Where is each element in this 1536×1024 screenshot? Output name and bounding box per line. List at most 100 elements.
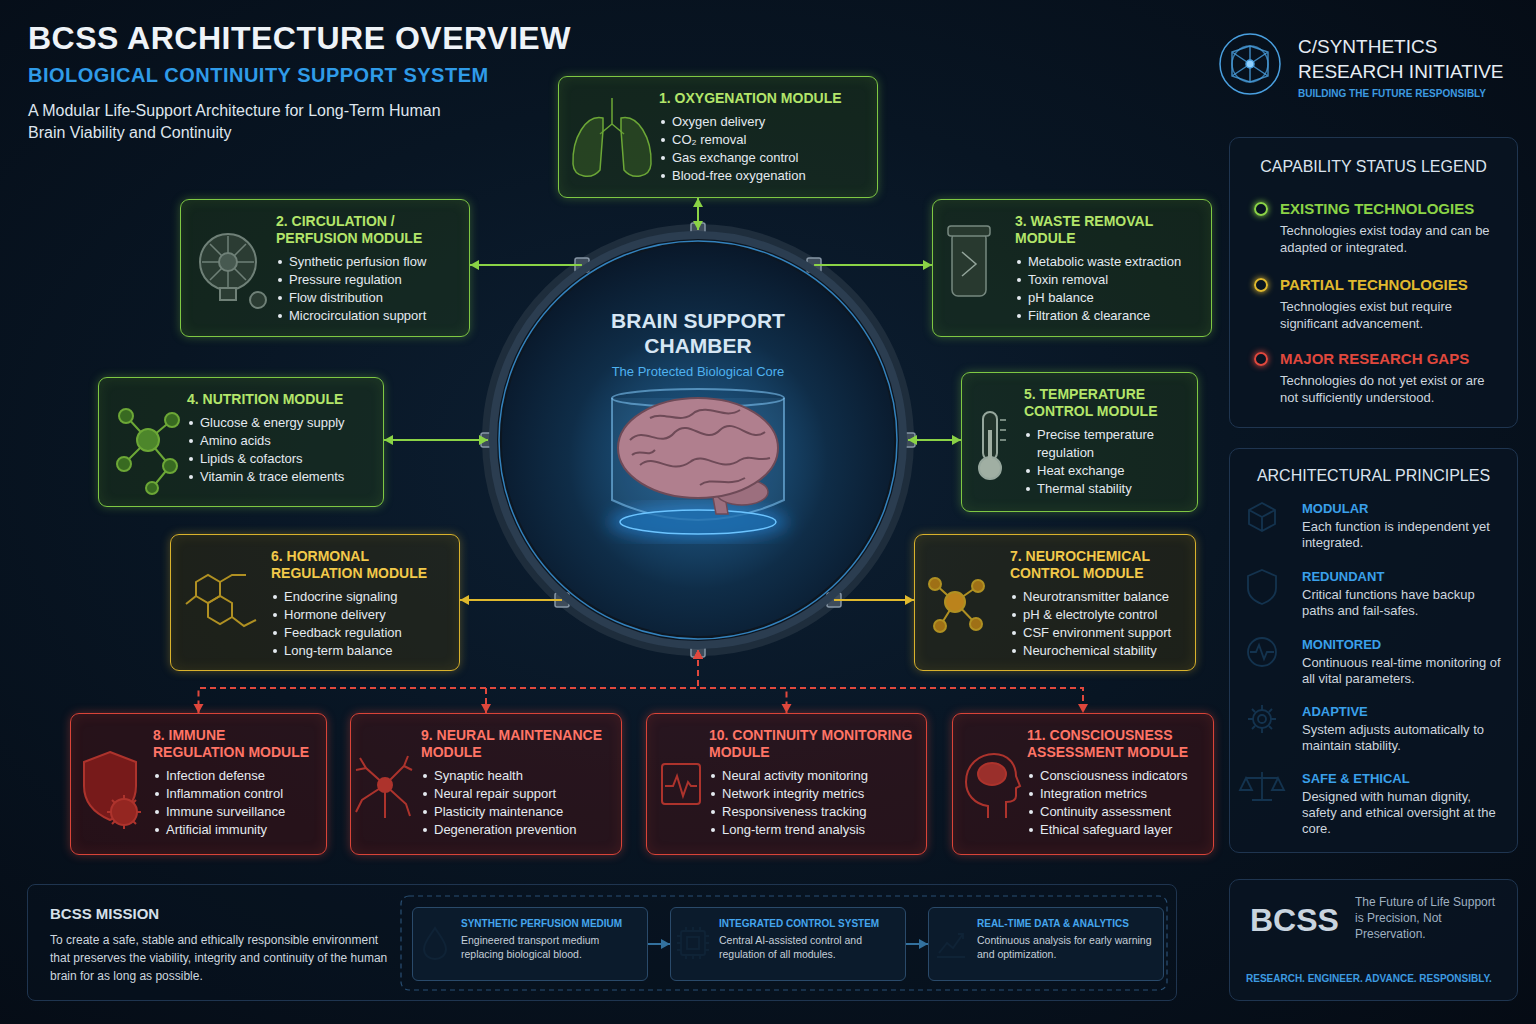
module-box: 5. TEMPERATURE CONTROL MODULEPrecise tem… [961, 372, 1198, 512]
bullet-item: Degeneration prevention [421, 821, 611, 839]
bullet-item: Vitamin & trace elements [187, 468, 373, 486]
organization-tagline: BUILDING THE FUTURE RESPONSIBLY [1298, 88, 1520, 99]
brand-panel: BCSSThe Future of Life Support is Precis… [1229, 879, 1518, 1001]
connector [908, 435, 917, 445]
mission-title: BCSS MISSION [50, 905, 159, 923]
subtitle: BIOLOGICAL CONTINUITY SUPPORT SYSTEM [28, 64, 489, 87]
chamber-outline [488, 230, 908, 650]
bullet-item: Endocrine signaling [271, 588, 449, 606]
module-box: 3. WASTE REMOVAL MODULE Metabolic waste e… [932, 199, 1212, 337]
module-box: 1. OXYGENATION MODULEOxygen deliveryCO₂ … [558, 76, 878, 198]
feature-description: Central AI-assisted control and regulati… [719, 933, 897, 961]
bullet-item: Flow distribution [276, 289, 459, 307]
module-title: 5. TEMPERATURE CONTROL MODULE [1024, 386, 1187, 420]
mission-panel: BCSS MISSION To create a safe, stable and… [27, 884, 1177, 1001]
module-box: 11. CONSCIOUSNESS ASSESSMENT MODULEConsc… [952, 713, 1214, 855]
connector [814, 260, 932, 270]
module-box: 7. NEUROCHEMICAL CONTROL MODULENeurotran… [914, 534, 1196, 671]
mission-text: To create a safe, stable and ethically r… [50, 931, 390, 985]
connector [693, 650, 703, 659]
legend-description: Technologies exist today and can be adap… [1280, 222, 1506, 256]
module-box: 4. NUTRITION MODULEGlucose & energy supp… [98, 377, 384, 507]
logo-emblem [1220, 34, 1280, 94]
principles-panel: ARCHITECTURAL PRINCIPLESMODULAREach func… [1229, 448, 1518, 853]
connector [1078, 704, 1088, 713]
bullet-item: Gas exchange control [659, 149, 867, 167]
bullet-item: Network integrity metrics [709, 785, 916, 803]
connector [194, 704, 204, 713]
bullet-item: Integration metrics [1027, 785, 1203, 803]
bullet-item: CSF environment support [1010, 624, 1185, 642]
module-title: 1. OXYGENATION MODULE [659, 90, 867, 107]
connector [481, 650, 703, 713]
legend-panel: CAPABILITY STATUS LEGEND Technologies exi… [1229, 137, 1518, 428]
panel-title: ARCHITECTURAL PRINCIPLES [1230, 467, 1517, 485]
bullet-item: Plasticity maintenance [421, 803, 611, 821]
connector [693, 650, 703, 659]
intro-text: A Modular Life-Support Architecture for … [28, 100, 458, 144]
legend-swatch [1254, 278, 1268, 292]
brand-mark: BCSS [1250, 902, 1339, 939]
principle-description: System adjusts automatically to maintain… [1302, 722, 1507, 754]
bullet-item: Continuity assessment [1027, 803, 1203, 821]
bullet-item: Long-term balance [271, 642, 449, 660]
bullet-item: Oxygen delivery [659, 113, 867, 131]
connector [481, 704, 491, 713]
connector [908, 435, 961, 445]
diagram-title: BCSS ARCHITECTURE OVERVIEW [28, 20, 571, 57]
principle-title: ADAPTIVE [1302, 704, 1507, 720]
connector [460, 595, 469, 605]
bullet-item: Thermal stability [1024, 480, 1187, 498]
organization-name: C/SYNTHETICS RESEARCH INITIATIVE [1298, 34, 1523, 84]
connector [923, 260, 932, 270]
bullet-item: Filtration & clearance [1015, 307, 1201, 325]
principle-description: Critical functions have backup paths and… [1302, 587, 1507, 619]
feature-title: INTEGRATED CONTROL SYSTEM [719, 917, 897, 930]
chamber-outline [493, 235, 903, 645]
principle-title: MONITORED [1302, 637, 1507, 653]
bullet-item: Metabolic waste extraction [1015, 253, 1201, 271]
connector [693, 650, 703, 659]
mission-dashed-frame [401, 896, 1167, 990]
principle-title: SAFE & ETHICAL [1302, 771, 1507, 787]
chamber-housing [486, 228, 910, 652]
feature-description: Continuous analysis for early warning an… [977, 933, 1155, 961]
module-box: 10. CONTINUITY MONITORING MODULENeural a… [646, 713, 927, 855]
principle-title: REDUNDANT [1302, 569, 1507, 585]
connector [693, 198, 703, 207]
brand-motto: RESEARCH. ENGINEER. ADVANCE. RESPONSIBLY… [1246, 972, 1508, 985]
connector [470, 260, 479, 270]
feature-card: SYNTHETIC PERFUSION MEDIUMEngineered tra… [412, 907, 648, 981]
bullet-item: pH balance [1015, 289, 1201, 307]
bullet-item: Lipids & cofactors [187, 450, 373, 468]
principle-description: Continuous real-time monitoring of all v… [1302, 655, 1507, 687]
legend-description: Technologies do not yet exist or are not… [1280, 372, 1506, 406]
logo-emblem [1232, 46, 1268, 82]
bullet-item: Inflammation control [153, 785, 316, 803]
bullet-item: Neurochemical stability [1010, 642, 1185, 660]
connector [384, 435, 393, 445]
bullet-item: Pressure regulation [276, 271, 459, 289]
brain-illustration [608, 389, 788, 540]
connector [834, 595, 914, 605]
module-title: 7. NEUROCHEMICAL CONTROL MODULE [1010, 548, 1185, 582]
connector [460, 599, 562, 601]
bullet-item: Neural repair support [421, 785, 611, 803]
legend-label: EXISTING TECHNOLOGIES [1280, 200, 1510, 218]
module-box: 6. HORMONAL REGULATION MODULEEndocrine s… [170, 534, 460, 671]
bullet-item: Consciousness indicators [1027, 767, 1203, 785]
chamber-housing [486, 228, 910, 652]
connector [470, 260, 582, 270]
bullet-item: Responsiveness tracking [709, 803, 916, 821]
mission-dashed-frame [401, 896, 1167, 990]
connector [384, 439, 488, 441]
connector [460, 595, 562, 605]
bullet-item: Ethical safeguard layer [1027, 821, 1203, 839]
bullet-item: Feedback regulation [271, 624, 449, 642]
connector [905, 595, 914, 605]
feature-description: Engineered transport medium replacing bi… [461, 933, 639, 961]
bullet-item: Neural activity monitoring [709, 767, 916, 785]
module-title: 3. WASTE REMOVAL MODULE [1015, 213, 1201, 247]
legend-title: CAPABILITY STATUS LEGEND [1230, 158, 1517, 176]
